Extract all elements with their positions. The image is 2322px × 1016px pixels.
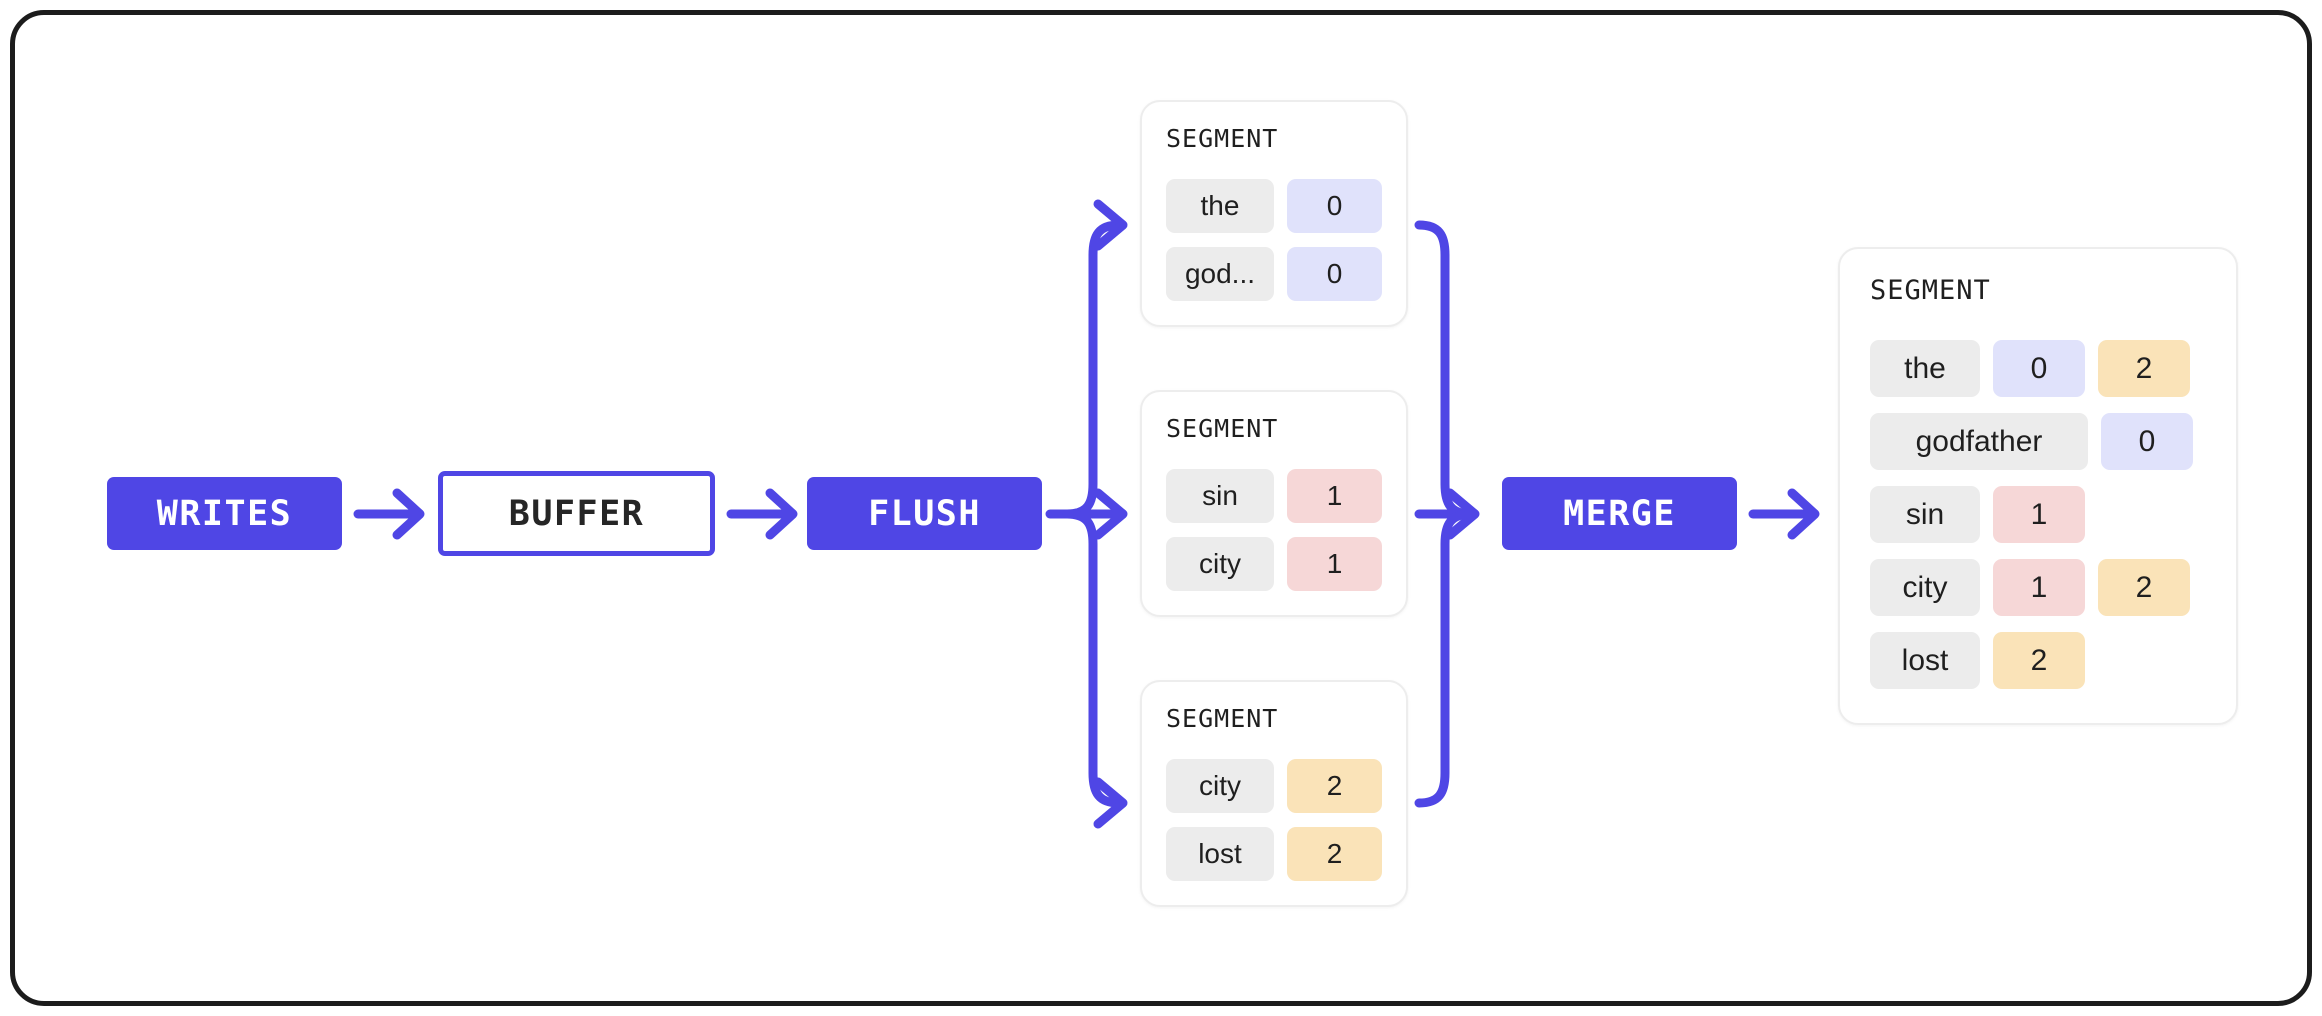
merged-segment-card: SEGMENT the 0 2 godfather 0 sin 1 city: [1838, 247, 2238, 725]
diagram-frame: WRITES BUFFER FLUSH MERGE SEGMENT the 0 …: [10, 10, 2312, 1006]
value-chip: 0: [1993, 340, 2085, 397]
term-chip: the: [1166, 179, 1274, 233]
segment-rows: the 0 god... 0: [1166, 179, 1382, 301]
term-chip: the: [1870, 340, 1980, 397]
segment-row: the 0 2: [1870, 340, 2206, 397]
segment-card: SEGMENT city 2 lost 2: [1140, 680, 1408, 907]
segment-card: SEGMENT the 0 god... 0: [1140, 100, 1408, 327]
connector-writes-to-buffer: [353, 488, 425, 540]
segment-row: godfather 0: [1870, 413, 2206, 470]
segment-title: SEGMENT: [1166, 704, 1279, 733]
merged-segment-rows: the 0 2 godfather 0 sin 1 city 1 2: [1870, 340, 2206, 689]
value-chip: 0: [2101, 413, 2193, 470]
term-chip: city: [1166, 759, 1274, 813]
segment-title: SEGMENT: [1166, 124, 1279, 153]
term-chip: city: [1166, 537, 1274, 591]
merge-node[interactable]: MERGE: [1502, 477, 1737, 550]
segment-rows: sin 1 city 1: [1166, 469, 1382, 591]
segment-row: the 0: [1166, 179, 1382, 233]
segment-row: city 1: [1166, 537, 1382, 591]
diagram-stage: WRITES BUFFER FLUSH MERGE SEGMENT the 0 …: [15, 15, 2307, 1001]
segment-title: SEGMENT: [1166, 414, 1279, 443]
segment-card: SEGMENT sin 1 city 1: [1140, 390, 1408, 617]
value-chip: 2: [2098, 340, 2190, 397]
value-chip: 0: [1287, 247, 1382, 301]
term-chip: sin: [1870, 486, 1980, 543]
value-chip: 2: [1287, 759, 1382, 813]
value-chip: 1: [1287, 469, 1382, 523]
connector-segments-to-merge: [1414, 220, 1480, 808]
value-chip: 1: [1993, 486, 2085, 543]
value-chip: 2: [2098, 559, 2190, 616]
term-chip: sin: [1166, 469, 1274, 523]
connector-buffer-to-flush: [726, 488, 798, 540]
term-chip: lost: [1166, 827, 1274, 881]
flush-node[interactable]: FLUSH: [807, 477, 1042, 550]
buffer-node[interactable]: BUFFER: [438, 471, 715, 556]
value-chip: 1: [1993, 559, 2085, 616]
segment-row: sin 1: [1870, 486, 2206, 543]
writes-node[interactable]: WRITES: [107, 477, 342, 550]
connector-flush-fanout: [1045, 199, 1128, 829]
segment-title: SEGMENT: [1870, 275, 1991, 306]
term-chip: god...: [1166, 247, 1274, 301]
term-chip: godfather: [1870, 413, 2088, 470]
value-chip: 2: [1993, 632, 2085, 689]
segment-row: lost 2: [1166, 827, 1382, 881]
term-chip: lost: [1870, 632, 1980, 689]
segment-row: god... 0: [1166, 247, 1382, 301]
value-chip: 1: [1287, 537, 1382, 591]
value-chip: 2: [1287, 827, 1382, 881]
segment-row: city 1 2: [1870, 559, 2206, 616]
term-chip: city: [1870, 559, 1980, 616]
segment-row: lost 2: [1870, 632, 2206, 689]
segment-rows: city 2 lost 2: [1166, 759, 1382, 881]
segment-row: city 2: [1166, 759, 1382, 813]
value-chip: 0: [1287, 179, 1382, 233]
connector-merge-to-segment: [1748, 488, 1820, 540]
segment-row: sin 1: [1166, 469, 1382, 523]
